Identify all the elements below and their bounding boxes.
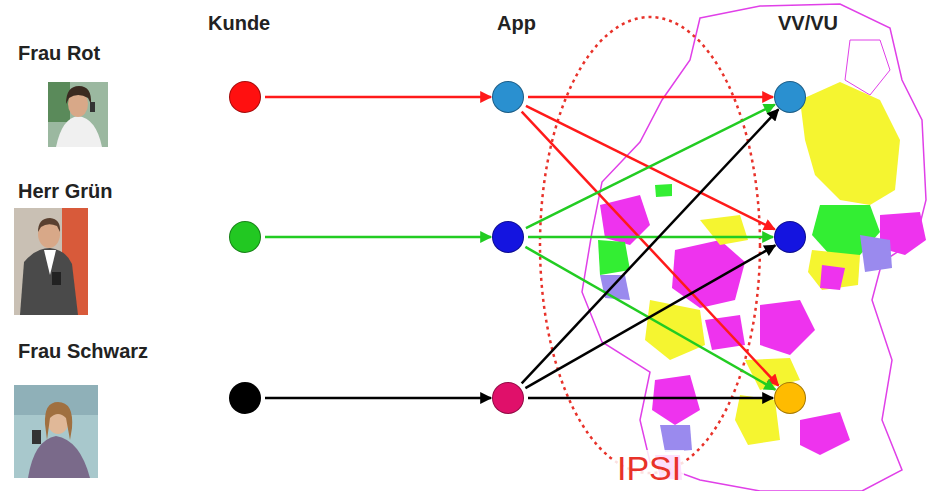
- endpoint-dot: [774, 382, 806, 414]
- map-region: [820, 265, 845, 290]
- map-region: [655, 184, 672, 197]
- flow-arrow: [528, 96, 773, 99]
- region-label: IPSI: [614, 450, 684, 487]
- column-header: VV/VU: [778, 12, 838, 35]
- person-photo: [14, 385, 98, 478]
- map-region: [760, 300, 815, 355]
- customer-name: Frau Schwarz: [18, 340, 148, 363]
- germany-map: [582, 4, 926, 491]
- map-region: [845, 40, 890, 95]
- flow-arrow: [525, 247, 775, 390]
- flow-arrow: [528, 397, 773, 400]
- map-region: [808, 250, 860, 290]
- customer-dot: [229, 221, 261, 253]
- customer-name: Herr Grün: [18, 180, 112, 203]
- map-outline: [582, 4, 926, 491]
- flow-arrow: [528, 236, 773, 239]
- endpoint-dot: [492, 81, 524, 113]
- customer-dot: [229, 81, 261, 113]
- map-region: [652, 375, 700, 425]
- column-header: App: [497, 12, 536, 35]
- endpoint-dot: [774, 81, 806, 113]
- column-header: Kunde: [208, 12, 270, 35]
- map-region: [735, 395, 780, 445]
- customer-node: Herr Grün: [14, 180, 264, 320]
- flow-arrow: [522, 109, 779, 383]
- map-region: [800, 82, 900, 205]
- flow-arrow: [265, 397, 491, 400]
- flow-arrow: [265, 96, 491, 99]
- map-region: [645, 300, 705, 360]
- map-region: [860, 235, 892, 272]
- customer-dot: [229, 382, 261, 414]
- map-region: [800, 412, 850, 455]
- map-region: [660, 425, 692, 452]
- person-photo: [14, 208, 88, 315]
- customer-node: Frau Rot: [14, 42, 264, 152]
- endpoint-dot: [492, 382, 524, 414]
- flow-arrow: [522, 112, 779, 386]
- person-photo: [48, 82, 108, 147]
- flow-arrow: [526, 105, 775, 229]
- flow-arrow: [265, 236, 491, 239]
- customer-node: Frau Schwarz: [14, 340, 264, 482]
- map-region: [598, 240, 630, 275]
- flow-arrow: [525, 245, 775, 388]
- customer-name: Frau Rot: [18, 42, 100, 65]
- endpoint-dot: [492, 221, 524, 253]
- endpoint-dot: [774, 221, 806, 253]
- map-region: [700, 215, 748, 245]
